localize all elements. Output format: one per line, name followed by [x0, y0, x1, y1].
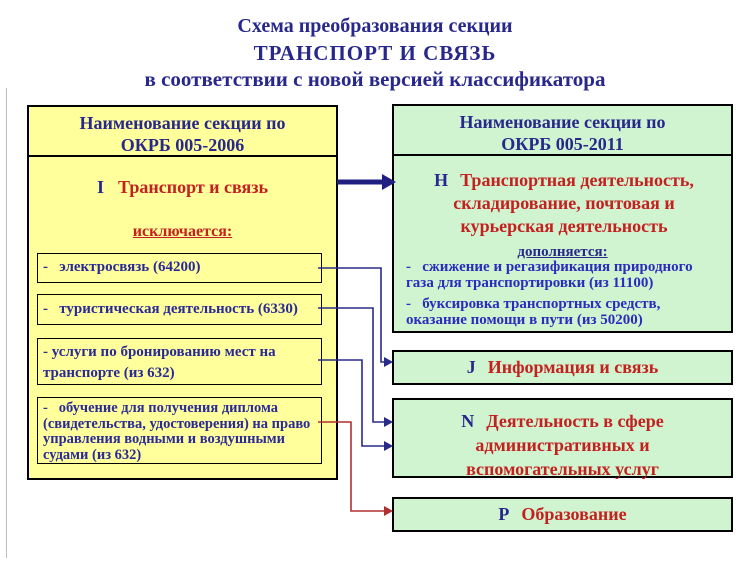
- slide-edge-line: [6, 88, 7, 558]
- excluded-item-electrosvyaz: - электросвязь (64200): [37, 253, 322, 283]
- panel-okrb-2006: Наименование секции по ОКРБ 005-2006 I Тр…: [27, 105, 338, 480]
- section-j-code: J: [466, 357, 476, 377]
- section-j-name: Информация и связь: [487, 357, 659, 377]
- page-title: Схема преобразования секции ТРАНСПОРТ И …: [0, 13, 750, 93]
- title-line-2: ТРАНСПОРТ И СВЯЗЬ: [253, 41, 497, 65]
- title-line-3: в соответствии с новой версией классифик…: [144, 67, 606, 91]
- section-n-code: N: [461, 411, 475, 431]
- added-item-lng: - сжижение и регазификация природного га…: [406, 259, 697, 291]
- excluded-item-training: - обучение для получения диплома (свидет…: [37, 397, 322, 464]
- section-p-name: Образование: [521, 504, 627, 524]
- added-item-towing: - буксировка транспортных средств, оказа…: [406, 296, 665, 328]
- section-n-name: Деятельность в сфере административных и …: [466, 411, 664, 479]
- section-p-code: P: [498, 504, 510, 524]
- panel-okrb-2011-header: Наименование секции по ОКРБ 005-2011: [394, 106, 731, 156]
- panel-okrb-2011-header-line1: Наименование секции по: [459, 112, 666, 132]
- excludes-label: исключается:: [132, 223, 233, 240]
- panel-okrb-2006-header-line2: ОКРБ 005-2006: [120, 135, 245, 155]
- section-h-code: Н: [434, 170, 449, 190]
- title-line-1: Схема преобразования секции: [237, 15, 513, 37]
- section-j-box: J Информация и связь: [392, 350, 733, 385]
- panel-okrb-2006-header: Наименование секции по ОКРБ 005-2006: [29, 107, 336, 157]
- adds-label: дополняется:: [517, 244, 608, 260]
- panel-okrb-2011-header-line2: ОКРБ 005-2011: [501, 134, 624, 154]
- excluded-item-tourism: - туристическая деятельность (6330): [37, 294, 322, 325]
- excluded-item-booking: - услуги по бронированию мест на транспо…: [37, 338, 322, 385]
- section-p-box: P Образование: [392, 497, 733, 532]
- section-i-code: I: [96, 177, 104, 197]
- panel-okrb-2006-header-line1: Наименование секции по: [79, 113, 286, 133]
- section-h-name: Транспортная деятельность, складирование…: [453, 170, 694, 236]
- section-i-line: I Транспорт и связь: [29, 177, 336, 198]
- section-i-name: Транспорт и связь: [118, 177, 269, 197]
- arrow-i-to-h: [337, 174, 396, 190]
